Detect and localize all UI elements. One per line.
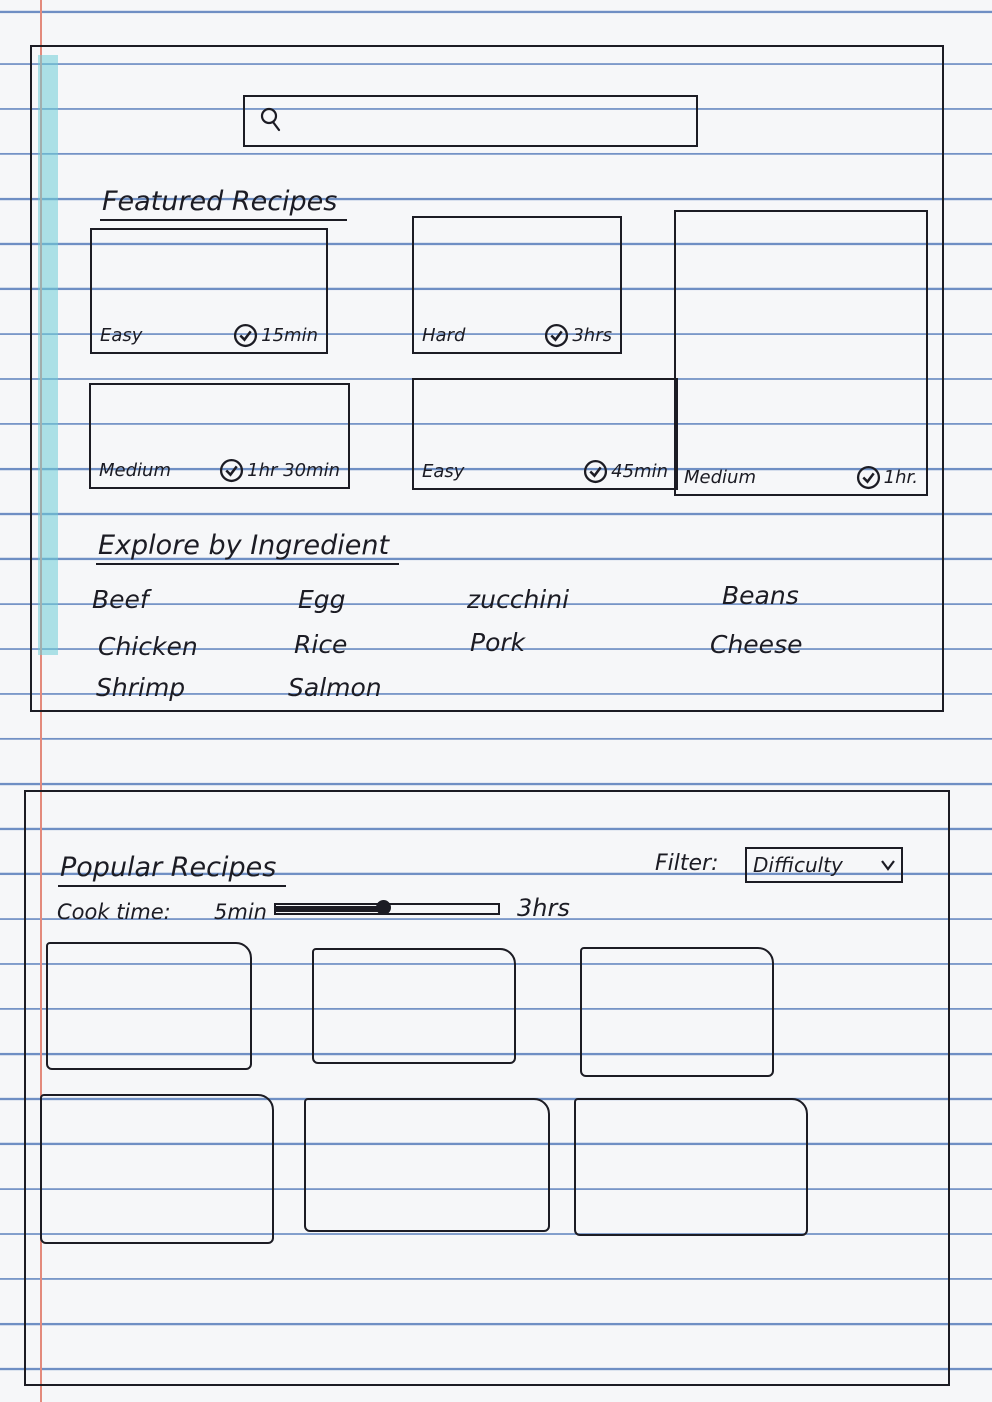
popular-recipe-card[interactable] (580, 947, 774, 1077)
search-input[interactable] (291, 103, 675, 135)
card-meta: Easy 45min (422, 459, 668, 484)
search-bar[interactable] (243, 95, 698, 147)
ingredient-link-zucchini[interactable]: zucchini (467, 585, 570, 614)
notebook-margin-line (40, 0, 42, 1402)
difficulty-label: Easy (422, 461, 465, 482)
card-meta: Easy 15min (100, 323, 318, 348)
check-circle-icon (234, 323, 258, 348)
ingredient-link-pork[interactable]: Pork (470, 628, 526, 657)
difficulty-label: Easy (100, 325, 143, 346)
slider-min-label: 5min (214, 900, 267, 924)
check-circle-icon (856, 465, 880, 490)
chevron-down-icon (881, 860, 895, 871)
ingredient-link-salmon[interactable]: Salmon (288, 673, 382, 702)
highlighter-mark (38, 55, 58, 655)
popular-recipe-card[interactable] (40, 1094, 274, 1244)
check-circle-icon (584, 459, 608, 484)
featured-card[interactable]: Medium 1hr 30min (89, 383, 350, 489)
difficulty-label: Medium (99, 460, 171, 481)
filter-label: Filter: (655, 851, 719, 876)
cook-time-label: 1hr 30min (247, 460, 340, 481)
cook-time-label: 1hr. (883, 467, 918, 488)
popular-panel (24, 790, 950, 1386)
cook-time-label: 15min (261, 325, 318, 346)
ingredient-link-beans[interactable]: Beans (722, 581, 799, 610)
discover-panel (30, 45, 944, 712)
difficulty-filter-dropdown[interactable]: Difficulty (745, 847, 903, 883)
cook-time-label: 3hrs (572, 325, 612, 346)
featured-card[interactable]: Easy 45min (412, 378, 678, 490)
cook-time-label: 45min (611, 461, 668, 482)
popular-recipes-title: Popular Recipes (58, 852, 287, 888)
popular-recipe-card[interactable] (46, 942, 252, 1070)
check-circle-icon (220, 458, 244, 483)
slider-fill (276, 906, 383, 912)
card-meta: Medium 1hr 30min (99, 458, 340, 483)
slider-thumb[interactable] (375, 900, 391, 915)
ingredient-link-beef[interactable]: Beef (92, 585, 149, 614)
ingredient-link-rice[interactable]: Rice (294, 630, 348, 659)
popular-recipe-card[interactable] (312, 948, 516, 1064)
featured-recipes-title: Featured Recipes (100, 186, 348, 222)
ingredient-link-chicken[interactable]: Chicken (98, 632, 198, 661)
featured-card[interactable]: Hard 3hrs (412, 216, 622, 354)
difficulty-label: Medium (684, 467, 756, 488)
popular-recipe-card[interactable] (574, 1098, 808, 1236)
card-meta: Hard 3hrs (422, 323, 612, 348)
cook-time-slider[interactable] (274, 900, 500, 915)
filter-selected-value: Difficulty (753, 853, 843, 877)
popular-recipe-card[interactable] (304, 1098, 550, 1232)
card-meta: Medium 1hr. (684, 465, 918, 490)
featured-card[interactable]: Easy 15min (90, 228, 328, 354)
check-circle-icon (545, 323, 569, 348)
explore-title: Explore by Ingredient (96, 530, 400, 566)
slider-max-label: 3hrs (517, 894, 570, 922)
featured-card-large[interactable]: Medium 1hr. (674, 210, 928, 496)
search-icon (260, 107, 281, 132)
difficulty-label: Hard (422, 325, 466, 346)
ingredient-link-cheese[interactable]: Cheese (710, 630, 803, 659)
ingredient-link-egg[interactable]: Egg (298, 585, 346, 614)
ingredient-link-shrimp[interactable]: Shrimp (96, 673, 186, 702)
cook-time-label: Cook time: (57, 900, 171, 924)
